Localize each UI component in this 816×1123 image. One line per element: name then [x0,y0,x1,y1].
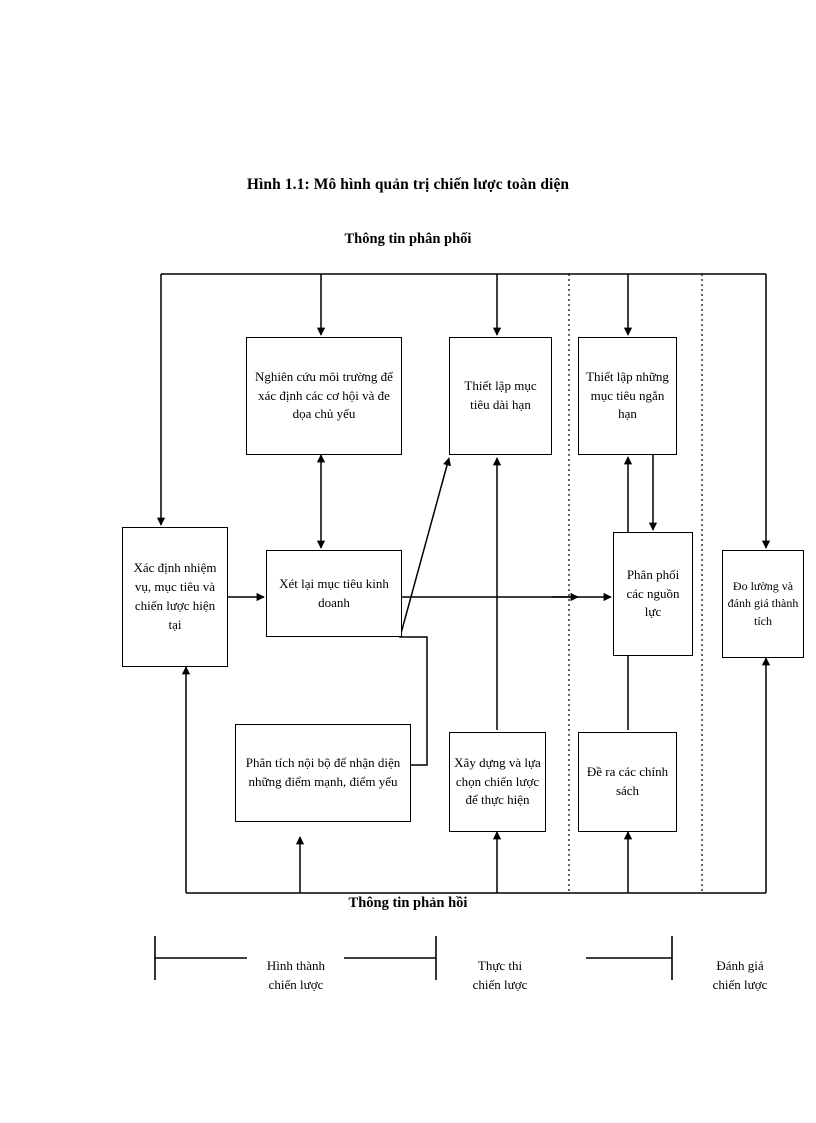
legend-implementation-label: Thực thi chiến lược [472,957,528,992]
node-short-term-objectives-label: Thiết lập những mục tiêu ngắn hạn [586,368,669,422]
node-allocate-resources[interactable]: Phân phối các nguồn lực [613,532,693,656]
node-external-audit[interactable]: Nghiên cứu môi trường để xác định các cơ… [246,337,402,455]
wire-internal-audit-to-long-term [399,457,452,766]
legend-evaluation-label: Đánh giá chiến lược [712,957,768,992]
node-long-term-objectives-label: Thiết lập mục tiêu dài hạn [464,378,537,412]
node-measure-evaluate-label: Đo lường và đánh giá thành tích [727,578,799,628]
legend-implementation: Thực thi chiến lược [452,938,548,995]
legend-formulation: Hình thành chiến lược [246,938,346,995]
node-select-strategies-label: Xây dựng và lựa chọn chiến lược để thực … [454,754,541,808]
figure-title: Hình 1.1: Mô hình quản trị chiến lược to… [246,176,570,193]
node-revise-business-objectives[interactable]: Xét lại mục tiêu kinh doanh [266,550,402,637]
legend-formulation-label: Hình thành chiến lược [266,957,326,992]
node-policies[interactable]: Đề ra các chính sách [578,732,677,832]
top-flow-label: Thông tin phân phối [344,231,472,247]
node-measure-evaluate[interactable]: Đo lường và đánh giá thành tích [722,550,804,658]
node-current-mission[interactable]: Xác định nhiệm vụ, mục tiêu và chiến lượ… [122,527,228,667]
node-policies-label: Đề ra các chính sách [586,764,669,798]
node-current-mission-label: Xác định nhiệm vụ, mục tiêu và chiến lượ… [133,560,217,632]
node-revise-business-objectives-label: Xét lại mục tiêu kinh doanh [279,575,389,610]
bottom-flow-label: Thông tin phản hồi [348,895,468,911]
node-external-audit-label: Nghiên cứu môi trường để xác định các cơ… [255,368,393,422]
node-select-strategies[interactable]: Xây dựng và lựa chọn chiến lược để thực … [449,732,546,832]
node-internal-audit[interactable]: Phân tích nội bộ để nhận diện những điểm… [235,724,411,822]
legend-evaluation: Đánh giá chiến lược [690,938,790,995]
node-allocate-resources-label: Phân phối các nguồn lực [626,566,680,620]
node-short-term-objectives[interactable]: Thiết lập những mục tiêu ngắn hạn [578,337,677,455]
node-internal-audit-label: Phân tích nội bộ để nhận diện những điểm… [245,755,401,789]
node-long-term-objectives[interactable]: Thiết lập mục tiêu dài hạn [449,337,552,455]
